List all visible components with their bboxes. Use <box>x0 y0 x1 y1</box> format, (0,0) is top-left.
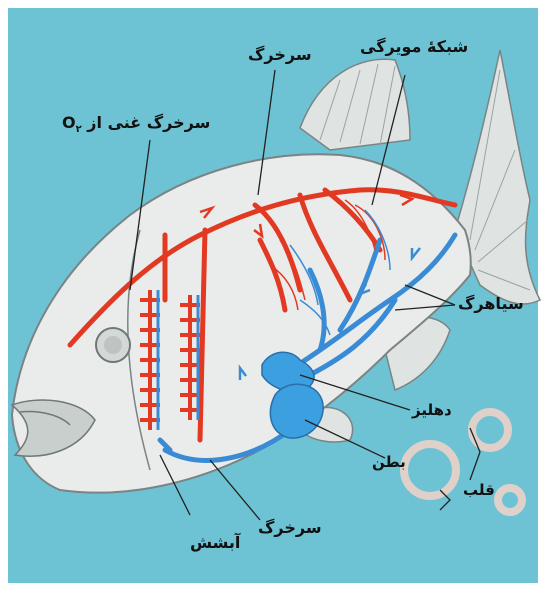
label-capillary-network: شبکهٔ مویرگی <box>360 39 468 55</box>
label-atrium: دهلیز <box>412 403 452 418</box>
oxygen-subscript: ۲ <box>76 124 82 135</box>
label-heart: قلب <box>463 483 495 498</box>
label-vein: سیاهرگ <box>458 296 524 312</box>
label-artery-bottom: سرخرگ <box>258 520 322 536</box>
label-artery-top: سرخرگ <box>248 47 312 63</box>
oxygen-symbol: O۲ <box>62 113 82 132</box>
oxygen-letter: O <box>62 113 76 132</box>
label-oxygen-rich-artery: سرخرگ غنی از O۲ <box>62 115 210 135</box>
label-ventricle: بطن <box>372 455 406 470</box>
label-gills: آبشش <box>190 535 240 551</box>
label-oxygen-rich-artery-text: سرخرگ غنی از <box>87 113 210 132</box>
